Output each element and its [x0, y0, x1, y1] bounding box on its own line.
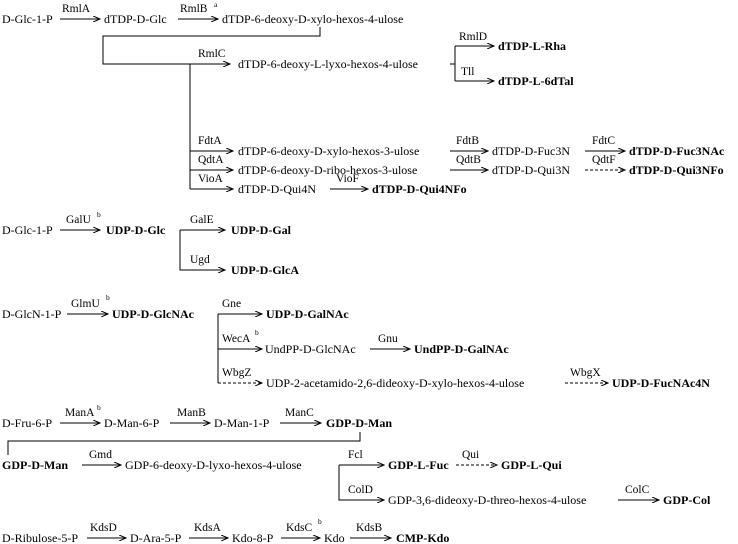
- enzyme-label: KdsC: [286, 522, 313, 534]
- enzyme-label: RmlA: [62, 3, 91, 15]
- metabolite-label: dTDP-6-deoxy-D-xylo-hexos-3-ulose: [238, 144, 419, 158]
- metabolite-label: dTDP-6-deoxy-D-xylo-hexos-4-ulose: [222, 12, 403, 26]
- enzyme-label: Gne: [222, 298, 241, 310]
- enzyme-label: VioA: [198, 173, 224, 185]
- product-label: UDP-D-Glc: [106, 223, 166, 237]
- enzyme-label: ManC: [285, 407, 314, 419]
- enzyme-label: ManA: [65, 407, 95, 419]
- enzyme-label: QdtB: [456, 154, 481, 166]
- footnote-mark: b: [255, 328, 259, 337]
- enzyme-label: KdsD: [90, 522, 117, 534]
- metabolite-label: D-Glc-1-P: [2, 12, 53, 26]
- metabolite-label: GDP-6-deoxy-D-lyxo-hexos-4-ulose: [125, 458, 302, 472]
- reaction-arrow: [338, 465, 384, 500]
- footnote-mark: b: [318, 517, 322, 526]
- metabolite-label: D-GlcN-1-P: [2, 307, 62, 321]
- branch-connector: [102, 27, 321, 65]
- enzyme-label: Ugd: [190, 254, 210, 266]
- metabolite-label: D-Man-6-P: [104, 416, 160, 430]
- enzyme-label: Tll: [461, 66, 474, 78]
- product-label: UDP-D-GlcA: [231, 263, 299, 277]
- enzyme-label: GalE: [190, 214, 214, 226]
- enzyme-label: Fcl: [348, 449, 363, 461]
- product-label: dTDP-D-Qui3NFo: [629, 163, 724, 177]
- gdp-fuc-col-pathway: GDP-D-Man Gmd GDP-6-deoxy-D-lyxo-hexos-4…: [2, 449, 711, 507]
- enzyme-label: VioF: [336, 173, 359, 185]
- enzyme-label: Qui: [462, 449, 479, 461]
- metabolite-label: dTDP-D-Qui3N: [492, 163, 570, 177]
- metabolite-label: dTDP-6-deoxy-D-ribo-hexos-3-ulose: [238, 163, 417, 177]
- product-label: UDP-D-Gal: [231, 223, 292, 237]
- udp-glcnac-pathway: D-GlcN-1-P GlmU b UDP-D-GlcNAc Gne UDP-D…: [2, 293, 710, 390]
- product-label: UDP-D-FucNAc4N: [612, 376, 710, 390]
- product-label: UndPP-D-GalNAc: [414, 342, 509, 356]
- footnote-mark: b: [97, 403, 101, 412]
- enzyme-label: ColC: [625, 484, 650, 496]
- cmp-kdo-pathway: D-Ribulose-5-P KdsD D-Ara-5-P KdsA Kdo-8…: [2, 517, 449, 544]
- product-label: dTDP-L-6dTal: [498, 74, 574, 88]
- metabolite-label: D-Glc-1-P: [2, 223, 53, 237]
- metabolite-label: D-Fru-6-P: [2, 416, 52, 430]
- enzyme-label: RmlB: [180, 3, 208, 15]
- enzyme-label: WbgX: [570, 367, 601, 379]
- reaction-arrow: [179, 230, 225, 270]
- enzyme-label: QdtF: [592, 154, 616, 166]
- footnote-mark: b: [97, 210, 101, 219]
- product-label: dTDP-L-Rha: [498, 39, 566, 53]
- udp-glc-pathway: D-Glc-1-P GalU b UDP-D-Glc GalE UDP-D-Ga…: [2, 210, 299, 277]
- product-label: UDP-D-GlcNAc: [112, 307, 195, 321]
- gdp-man-pathway: D-Fru-6-P ManA b D-Man-6-P ManB D-Man-1-…: [2, 403, 392, 455]
- enzyme-label: RmlC: [198, 48, 226, 60]
- metabolite-label: dTDP-D-Qui4N: [238, 182, 316, 196]
- branch-connector: [7, 432, 361, 455]
- enzyme-label: Gmd: [89, 449, 112, 461]
- enzyme-label: GalU: [66, 214, 92, 226]
- product-label: GDP-D-Man: [2, 458, 68, 472]
- metabolite-label: Kdo: [324, 531, 345, 544]
- metabolite-label: D-Man-1-P: [214, 416, 270, 430]
- metabolite-label: UndPP-D-GlcNAc: [265, 342, 356, 356]
- product-label: dTDP-D-Qui4NFo: [372, 182, 467, 196]
- metabolite-label: dTDP-D-Glc: [104, 12, 167, 26]
- metabolite-label: dTDP-D-Fuc3N: [492, 144, 570, 158]
- enzyme-label: FdtB: [456, 135, 479, 147]
- enzyme-label: RmlD: [459, 31, 487, 43]
- product-label: dTDP-D-Fuc3NAc: [629, 144, 725, 158]
- product-label: CMP-Kdo: [396, 531, 449, 544]
- enzyme-label: WecA: [222, 333, 251, 345]
- metabolite-label: D-Ara-5-P: [130, 531, 182, 544]
- product-label: GDP-D-Man: [326, 416, 392, 430]
- metabolite-label: dTDP-6-deoxy-L-lyxo-hexos-4-ulose: [238, 57, 418, 71]
- metabolite-label: D-Ribulose-5-P: [2, 531, 78, 544]
- enzyme-label: FdtC: [592, 135, 615, 147]
- product-label: GDP-L-Qui: [501, 458, 562, 472]
- dtdp-sugar-pathway: D-Glc-1-P RmlA dTDP-D-Glc RmlB a dTDP-6-…: [2, 0, 725, 196]
- enzyme-label: KdsB: [356, 522, 383, 534]
- enzyme-label: ManB: [177, 407, 206, 419]
- product-label: GDP-L-Fuc: [388, 458, 449, 472]
- enzyme-label: FdtA: [198, 135, 222, 147]
- enzyme-label: ColD: [348, 484, 373, 496]
- enzyme-label: QdtA: [198, 154, 224, 166]
- enzyme-label: WbgZ: [222, 367, 251, 379]
- footnote-mark: a: [214, 0, 218, 9]
- metabolite-label: GDP-3,6-dideoxy-D-threo-hexos-4-ulose: [388, 493, 586, 507]
- enzyme-label: KdsA: [194, 522, 222, 534]
- metabolite-label: UDP-2-acetamido-2,6-dideoxy-D-xylo-hexos…: [266, 376, 524, 390]
- product-label: GDP-Col: [663, 493, 711, 507]
- enzyme-label: Gnu: [378, 333, 398, 345]
- footnote-mark: b: [106, 293, 110, 302]
- enzyme-label: GlmU: [71, 298, 100, 310]
- metabolite-label: Kdo-8-P: [232, 531, 274, 544]
- product-label: UDP-D-GalNAc: [266, 307, 349, 321]
